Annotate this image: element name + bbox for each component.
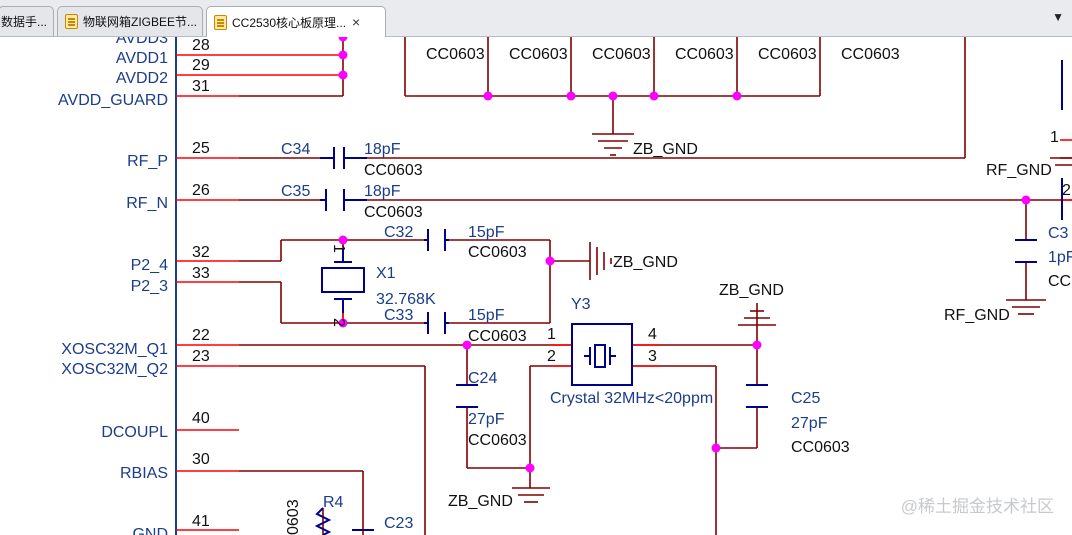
net-label-zb-gnd: ZB_GND — [448, 493, 513, 510]
tab-datasheet[interactable]: 数据手... — [0, 6, 54, 36]
c25-ref: C25 — [791, 390, 820, 407]
y3-value: Crystal 32MHz<20ppm — [550, 390, 713, 407]
pin-label-rf-n: RF_N — [126, 195, 168, 212]
c35-value: 18pF — [364, 183, 401, 200]
net-label-rf-gnd: RF_GND — [986, 162, 1052, 179]
package-label: CC0603 — [675, 46, 734, 63]
pin-label-avdd1: AVDD1 — [116, 50, 168, 67]
pin-number: 28 — [192, 37, 210, 54]
junction-dots — [338, 37, 1031, 473]
package-label: CC0603 — [592, 46, 651, 63]
pin-label-xosc-q1: XOSC32M_Q1 — [61, 341, 168, 358]
capacitors — [320, 147, 1037, 531]
c23-ref: C23 — [384, 515, 413, 532]
tab-cc2530-schematic[interactable]: CC2530核心板原理... × — [206, 6, 386, 37]
package-label: CC0603 — [758, 46, 817, 63]
y3-ref: Y3 — [571, 296, 591, 313]
c32-package: CC0603 — [468, 244, 527, 261]
package-label: CC0603 — [509, 46, 568, 63]
pin-stubs — [176, 54, 1072, 531]
c25-package: CC0603 — [791, 439, 850, 456]
c24-ref: C24 — [468, 370, 497, 387]
tab-overflow-icon[interactable]: ▼ — [1052, 10, 1064, 24]
pin-number: 23 — [192, 348, 210, 365]
pin-label-dcoupl: DCOUPL — [101, 424, 168, 441]
pdf-file-icon — [214, 14, 227, 30]
y3-pin-number: 1 — [547, 326, 556, 343]
c32-ref: C32 — [384, 224, 413, 241]
x1-pin-number: 1 — [330, 244, 347, 253]
pin-number: 41 — [192, 513, 210, 530]
pin-number: 33 — [192, 265, 210, 282]
r4-ref: R4 — [323, 494, 344, 511]
c33-package: CC0603 — [468, 328, 527, 345]
r4-resistor — [314, 507, 332, 535]
x1-value: 32.768K — [376, 291, 436, 308]
close-icon[interactable]: × — [352, 14, 361, 30]
c34-package: CC0603 — [364, 162, 423, 179]
pdf-file-icon — [65, 14, 78, 29]
y3-pin-number: 4 — [648, 326, 657, 343]
c33-value: 15pF — [468, 307, 505, 324]
net-label-zb-gnd: ZB_GND — [719, 282, 784, 299]
pin-label-rbias: RBIAS — [120, 465, 168, 482]
ground-symbols — [512, 133, 1072, 503]
pin-label-gnd: GND — [132, 526, 168, 535]
c35-ref: C35 — [281, 183, 310, 200]
y3-pin-number: 2 — [547, 348, 556, 365]
wires — [239, 37, 1072, 535]
c3x-ref: C3 — [1048, 225, 1069, 242]
r4-package: 0603 — [285, 499, 302, 535]
c24-value: 27pF — [468, 411, 505, 428]
x1-crystal — [321, 248, 365, 313]
x1-ref: X1 — [376, 265, 396, 282]
net-label-zb-gnd: ZB_GND — [633, 141, 698, 158]
tab-label: CC2530核心板原理... — [232, 15, 347, 30]
tab-zigbee-node[interactable]: 物联网箱ZIGBEE节... — [57, 6, 203, 36]
edge-pin-number: 1 — [1050, 129, 1059, 146]
pin-number: 30 — [192, 451, 210, 468]
schematic-canvas: AVDD3 AVDD1 AVDD2 AVDD_GUARD RF_P RF_N P… — [0, 37, 1072, 535]
pin-label-avdd3: AVDD3 — [116, 37, 168, 47]
watermark: @稀土掘金技术社区 — [900, 497, 1054, 516]
x1-pin-number: 2 — [330, 318, 347, 327]
c32-value: 15pF — [468, 224, 505, 241]
edge-pin-number: 2 — [1062, 182, 1071, 199]
pin-number: 29 — [192, 57, 210, 74]
pin-number: 40 — [192, 410, 210, 427]
c34-value: 18pF — [364, 141, 401, 158]
pin-number: 32 — [192, 244, 210, 261]
package-label: CC0603 — [841, 46, 900, 63]
c3x-package: CC — [1048, 273, 1071, 290]
pin-label-p2-4: P2_4 — [131, 257, 168, 274]
tab-label: 物联网箱ZIGBEE节... — [83, 15, 198, 29]
pin-label-p2-3: P2_3 — [131, 278, 168, 295]
y3-pin-number: 3 — [648, 348, 657, 365]
pin-number: 31 — [192, 78, 210, 95]
pin-label-avdd2: AVDD2 — [116, 70, 168, 87]
net-label-zb-gnd: ZB_GND — [613, 254, 678, 271]
pin-label-rf-p: RF_P — [127, 153, 168, 170]
pin-number: 22 — [192, 327, 210, 344]
tab-bar: 数据手... 物联网箱ZIGBEE节... CC2530核心板原理... × ▼ — [0, 0, 1072, 37]
c33-ref: C33 — [384, 307, 413, 324]
c24-package: CC0603 — [468, 432, 527, 449]
pin-number: 25 — [192, 140, 210, 157]
c34-ref: C34 — [281, 141, 310, 158]
pin-label-avdd-guard: AVDD_GUARD — [58, 92, 168, 109]
package-label: CC0603 — [426, 46, 485, 63]
net-label-rf-gnd: RF_GND — [944, 307, 1010, 324]
c25-value: 27pF — [791, 415, 828, 432]
pin-label-xosc-q2: XOSC32M_Q2 — [61, 361, 168, 378]
c3x-value: 1pF — [1048, 249, 1072, 266]
c35-package: CC0603 — [364, 204, 423, 221]
pin-number: 26 — [192, 182, 210, 199]
tab-label: 数据手... — [1, 15, 48, 29]
y3-crystal — [571, 323, 633, 386]
